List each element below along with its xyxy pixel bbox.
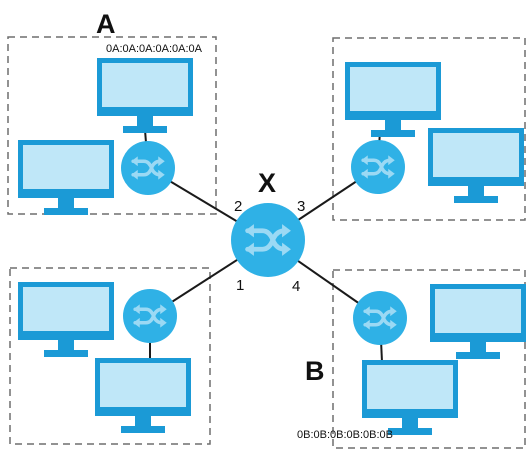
computer-monitor-icon (18, 282, 114, 357)
switch-icon-top-right (351, 140, 405, 194)
computer-monitor-icon (97, 58, 193, 133)
switch-icon-bottom-left (123, 289, 177, 343)
computer-monitor-icon (362, 360, 458, 435)
switch-icon-top-left (121, 141, 175, 195)
group-boundary-bottom-left (9, 267, 211, 445)
computer-monitor-icon (428, 128, 524, 203)
port-2-label: 2 (234, 198, 243, 215)
port-3-label: 3 (297, 198, 306, 215)
computer-monitor-icon (430, 284, 526, 359)
port-1-label: 1 (236, 277, 245, 294)
mac-address-a: 0A:0A:0A:0A:0A:0A (106, 43, 203, 55)
group-boundary-b (332, 269, 526, 449)
switch-x-icon (231, 203, 305, 277)
computer-monitor-icon (345, 62, 441, 137)
mac-address-b: 0B:0B:0B:0B:0B:0B (297, 429, 394, 441)
switch-icon-bottom-right (353, 291, 407, 345)
computer-monitor-icon (18, 140, 114, 215)
group-a-label: A (96, 9, 116, 39)
port-4-label: 4 (292, 278, 301, 295)
computer-monitor-icon (95, 358, 191, 433)
group-boundary-top-right (332, 37, 526, 221)
switch-x-label: X (258, 168, 277, 198)
group-b-label: B (305, 356, 325, 386)
